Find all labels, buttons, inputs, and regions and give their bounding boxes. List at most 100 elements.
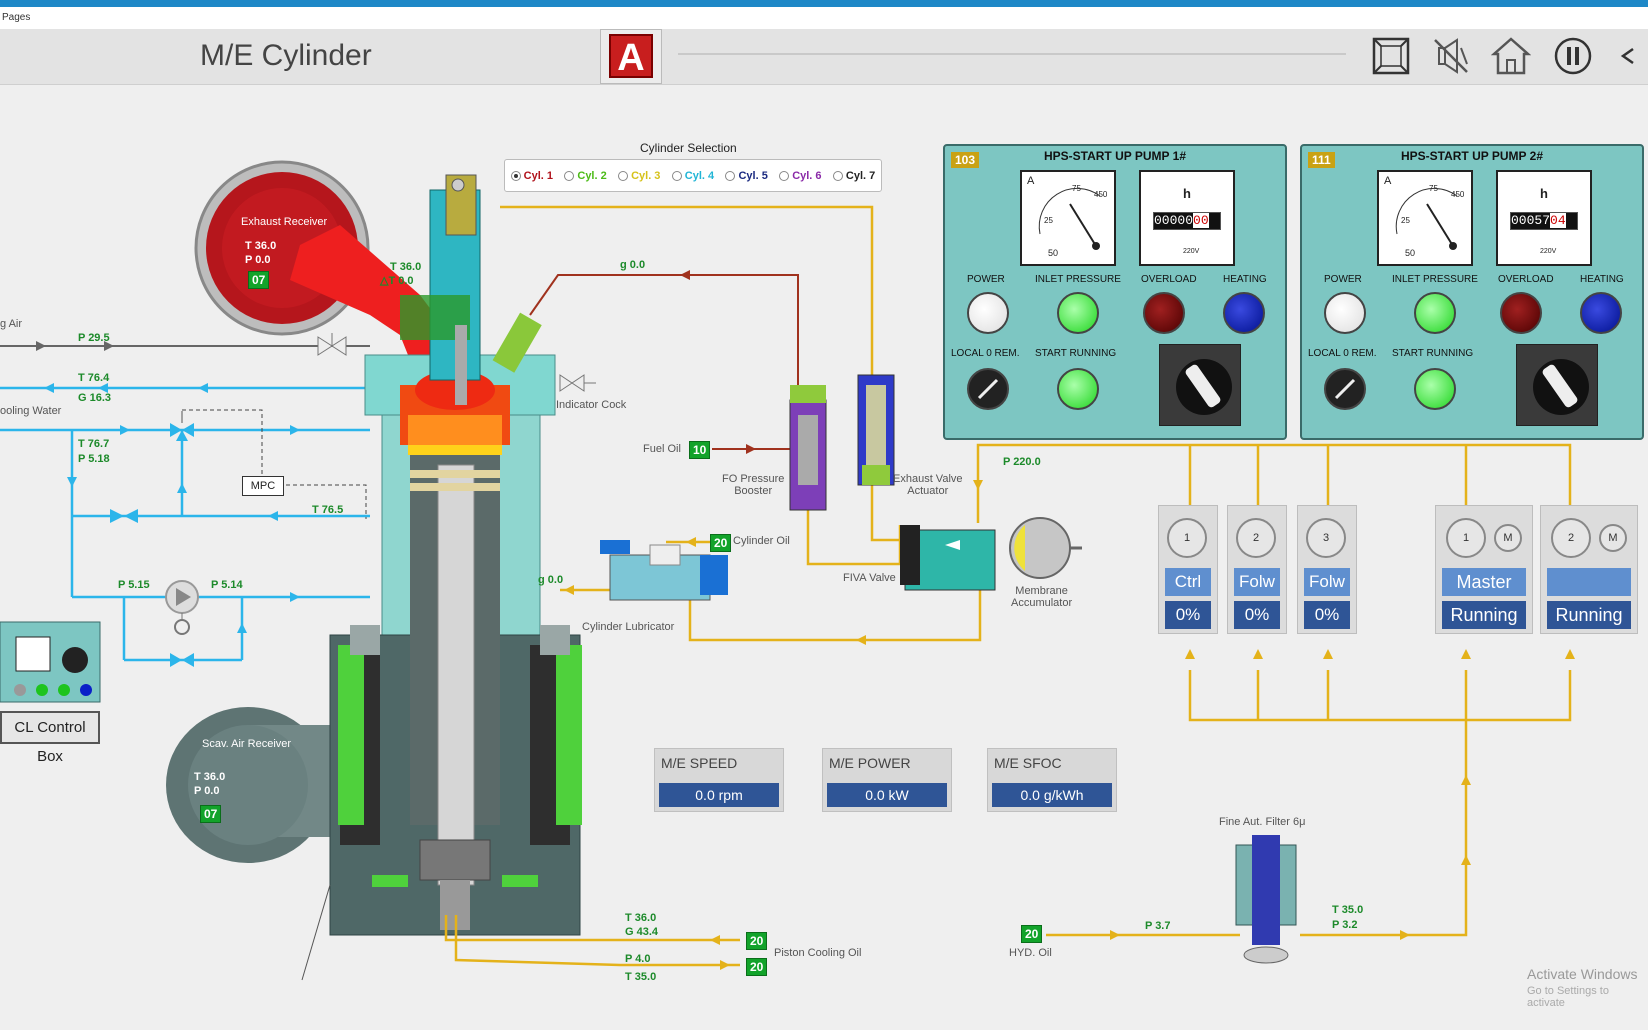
hyd-oil-label: HYD. Oil	[1009, 947, 1052, 959]
pump-1-heating-lamp	[1223, 292, 1265, 334]
fuel-flow: g 0.0	[620, 259, 646, 271]
pump-1-power-lamp	[967, 292, 1009, 334]
radio-icon	[832, 170, 843, 181]
pump-2-selector-switch[interactable]	[1516, 344, 1598, 426]
me-sfoc-value: 0.0 g/kWh	[992, 783, 1112, 807]
pressure-gauge-icon: 1	[1167, 518, 1207, 558]
cyl-option-2[interactable]: Cyl. 2	[564, 170, 607, 182]
mute-button[interactable]	[1422, 29, 1480, 83]
pump-1-start-button[interactable]	[1057, 368, 1099, 410]
pump-2-inlet-lamp	[1414, 292, 1456, 334]
indicator-cock-label: Indicator Cock	[556, 399, 627, 411]
pump-1-selector-switch[interactable]	[1159, 344, 1241, 426]
home-icon	[1491, 37, 1531, 75]
pump-outlet-pressure: P 5.14	[211, 579, 243, 591]
start-air-pressure: P 29.5	[78, 332, 110, 344]
cylinder-oil-badge: 20	[710, 534, 732, 552]
pump-inlet-pressure: P 5.15	[118, 579, 150, 591]
pump-2-hours: 00057	[1511, 213, 1551, 228]
pump-2-heating-lamp	[1580, 292, 1622, 334]
motor-unit-1-mode: Master	[1442, 568, 1526, 596]
fine-filter-graphic	[1235, 835, 1297, 964]
hps-pump-1-panel: 103 HPS-START UP PUMP 1# A 75 450 25 50 …	[943, 144, 1287, 440]
pump-1-local-switch[interactable]	[967, 368, 1009, 410]
me-speed-value: 0.0 rpm	[659, 783, 779, 807]
motor-unit-2[interactable]: 2 M Running	[1540, 505, 1638, 634]
radio-icon	[510, 170, 521, 181]
radio-icon	[725, 170, 736, 181]
pump-1-title: HPS-START UP PUMP 1#	[1043, 149, 1187, 163]
hyd-oil-badge: 20	[1021, 925, 1043, 943]
me-power-card: M/E POWER 0.0 kW	[822, 748, 952, 812]
membrane-accumulator-graphic	[1009, 517, 1082, 579]
indicator-cock-icon	[559, 374, 596, 392]
pump-2-start-button[interactable]	[1414, 368, 1456, 410]
cylinder-oil-label: Cylinder Oil	[733, 535, 790, 547]
mute-icon	[1434, 38, 1468, 74]
pump-2-id: 111	[1308, 152, 1335, 168]
accumulator-label: Membrane Accumulator	[1011, 585, 1073, 609]
lubricator-label: Cylinder Lubricator	[582, 621, 675, 633]
home-button[interactable]	[1482, 29, 1540, 83]
pump-2-local-switch[interactable]	[1324, 368, 1366, 410]
fullscreen-button[interactable]	[1362, 29, 1420, 83]
cooling-valve-icon	[110, 509, 138, 523]
three-way-valve-icon	[170, 411, 194, 441]
page-title: M/E Cylinder	[200, 39, 372, 72]
motor-unit-1-status: Running	[1442, 601, 1526, 629]
filter-out-pressure: P 3.2	[1332, 919, 1358, 931]
cooling-out-flow: G 16.3	[78, 392, 112, 404]
pause-button[interactable]	[1544, 29, 1602, 83]
exhaust-receiver-graphic	[194, 160, 460, 385]
motor-icon: M	[1599, 524, 1627, 552]
alarm-button[interactable]: A	[600, 29, 662, 84]
me-sfoc-card: M/E SFOC 0.0 g/kWh	[987, 748, 1117, 812]
cyl-option-6[interactable]: Cyl. 6	[779, 170, 822, 182]
pump-gauge-icon: 1	[1446, 518, 1486, 558]
mpc-temp: T 76.5	[312, 504, 344, 516]
piston-cooling-temp: T 36.0	[625, 912, 657, 924]
cyl-head-temp: T 36.0	[390, 261, 422, 273]
cylinder-head-graphic	[400, 174, 542, 405]
switch-knob-icon	[1334, 378, 1356, 400]
radio-icon	[779, 170, 790, 181]
motor-icon: M	[1494, 524, 1522, 552]
cyl-option-7[interactable]: Cyl. 7	[832, 170, 875, 182]
breadcrumb[interactable]: Pages	[0, 7, 1648, 29]
cylinder-lubricator-graphic	[600, 540, 728, 601]
scav-receiver-temp: T 36.0	[194, 771, 226, 783]
pump-2-power-lamp	[1324, 292, 1366, 334]
lubricator-flow: g 0.0	[538, 574, 564, 586]
piston-cooling-pressure: P 4.0	[625, 953, 651, 965]
cyl-head-delta-temp: △T 0.0	[380, 275, 414, 287]
fiva-valve-label: FIVA Valve	[843, 572, 896, 584]
piston-cooling-temp-2: T 35.0	[625, 971, 657, 983]
back-button[interactable]	[1606, 29, 1648, 83]
control-unit-1[interactable]: 1 Ctrl 0%	[1158, 505, 1218, 634]
control-unit-2-mode: Folw	[1234, 568, 1280, 596]
cyl-option-5[interactable]: Cyl. 5	[725, 170, 768, 182]
motor-unit-1[interactable]: 1 M Master Running	[1435, 505, 1533, 634]
control-unit-3[interactable]: 3 Folw 0%	[1297, 505, 1357, 634]
fo-booster-graphic	[789, 385, 827, 511]
piston-cooling-badge-1: 20	[746, 932, 768, 950]
control-unit-2[interactable]: 2 Folw 0%	[1227, 505, 1287, 634]
exhaust-receiver-temp: T 36.0	[245, 240, 277, 252]
scav-receiver-badge: 07	[200, 805, 222, 823]
cooling-pump-icon	[165, 580, 199, 635]
cyl-option-1[interactable]: Cyl. 1	[510, 170, 553, 182]
exhaust-receiver-pressure: P 0.0	[245, 254, 271, 266]
me-speed-card: M/E SPEED 0.0 rpm	[654, 748, 784, 812]
start-air-valve-icon	[317, 333, 347, 356]
control-box-button[interactable]: CL Control Box	[0, 711, 100, 765]
cooling-water-label: ooling Water	[0, 405, 62, 417]
cyl-option-3[interactable]: Cyl. 3	[618, 170, 660, 182]
activation-watermark: Activate Windows	[1527, 966, 1638, 982]
control-unit-1-value: 0%	[1165, 601, 1211, 629]
control-unit-3-mode: Folw	[1304, 568, 1350, 596]
cyl-option-4[interactable]: Cyl. 4	[671, 170, 714, 182]
cooling-valve-2-icon	[170, 653, 194, 667]
exhaust-receiver-badge: 07	[248, 271, 270, 289]
cylinder-selection-group: Cyl. 1 Cyl. 2 Cyl. 3 Cyl. 4 Cyl. 5 Cyl. …	[504, 159, 882, 192]
piping-diagram	[0, 160, 1575, 981]
